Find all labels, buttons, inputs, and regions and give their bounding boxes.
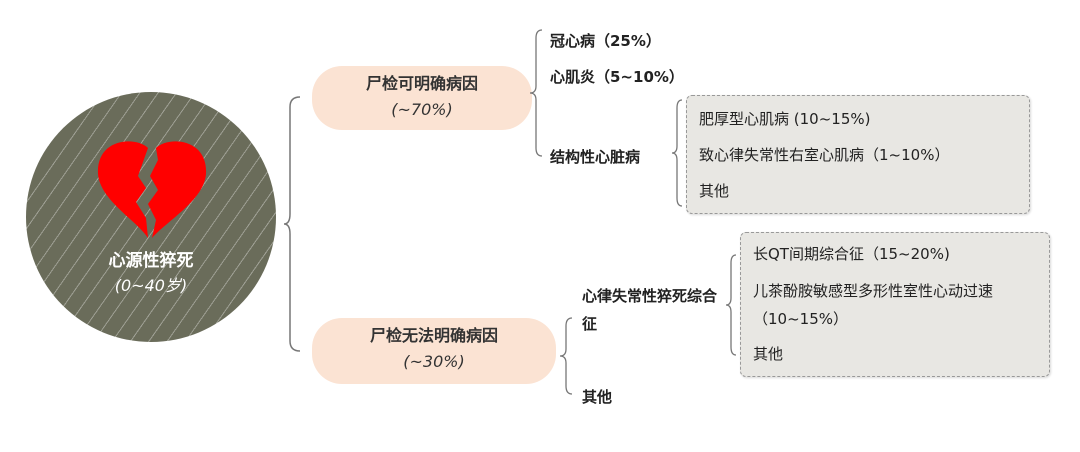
branch-pct: (~30%) (403, 352, 465, 371)
cause-item: 其他 (582, 388, 613, 406)
detail-item: 其他 (753, 345, 784, 363)
main-brace (283, 96, 301, 352)
broken-heart-icon (97, 141, 207, 238)
arrhythmia-detail-box: 长QT间期综合征（15~20%) 儿茶酚胺敏感型多形性室性心动过速（10~15%… (740, 232, 1050, 377)
root-node (26, 92, 276, 342)
brace-unexplained (559, 317, 573, 395)
detail-item: 致心律失常性右室心肌病（1~10%） (699, 146, 950, 164)
cause-item: 结构性心脏病 (550, 148, 641, 166)
structural-detail-box: 肥厚型心肌病 (10~15%) 致心律失常性右室心肌病（1~10%） 其他 (686, 95, 1030, 214)
branch-unexplained: 尸检无法明确病因 (~30%) (312, 318, 556, 384)
brace-arrhythmia (725, 254, 737, 356)
detail-item: 儿茶酚胺敏感型多形性室性心动过速（10~15%） (753, 282, 994, 328)
branch-label: 尸检可明确病因 (365, 74, 478, 93)
branch-explained: 尸检可明确病因 (~70%) (312, 66, 532, 130)
detail-item: 其他 (699, 182, 730, 200)
root-age: (0~40岁) (114, 276, 188, 295)
cause-item: 心律失常性猝死综合征 (582, 287, 718, 333)
detail-item: 长QT间期综合征（15~20%) (753, 245, 950, 263)
branch-label: 尸检无法明确病因 (369, 326, 498, 345)
detail-item: 肥厚型心肌病 (10~15%) (699, 110, 871, 128)
cause-item: 心肌炎（5~10%） (550, 68, 684, 86)
branch-pct: (~70%) (391, 100, 453, 119)
cause-item: 冠心病（25%） (550, 32, 661, 50)
brace-structural (671, 99, 683, 207)
brace-explained (529, 29, 543, 157)
root-title: 心源性猝死 (108, 251, 194, 271)
